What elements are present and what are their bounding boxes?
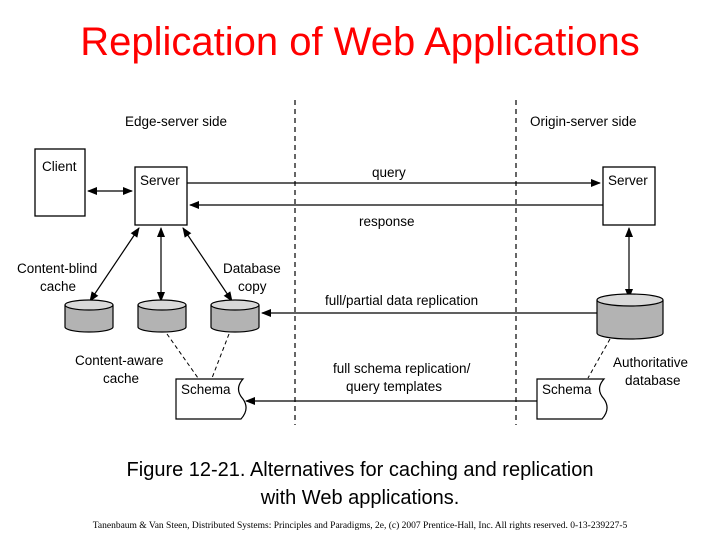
authoritative-label-line2: database [625, 373, 681, 388]
client-node: Client [34, 148, 86, 217]
origin-schema-document: Schema [536, 378, 608, 420]
origin-schema-label: Schema [542, 382, 592, 397]
copyright-footer: Tanenbaum & Van Steen, Distributed Syste… [92, 521, 628, 531]
figure-caption: Figure 12-21. Alternatives for caching a… [60, 456, 660, 512]
edge-server-label: Server [140, 173, 180, 188]
database-copy-label-line2: copy [238, 279, 267, 294]
edge-server-node: Server [134, 166, 188, 226]
edge-schema-document: Schema [175, 378, 247, 420]
authoritative-schema-link [587, 338, 611, 379]
database-copy-schema-link [211, 333, 230, 379]
content-aware-cache-cylinder [137, 299, 187, 333]
edge-schema-label: Schema [181, 382, 231, 397]
client-label: Client [42, 159, 77, 174]
authoritative-database-cylinder [596, 293, 664, 340]
database-copy-label-line1: Database [223, 261, 281, 276]
origin-server-node: Server [602, 166, 656, 226]
slide-title: Replication of Web Applications [80, 20, 640, 64]
response-label: response [359, 214, 415, 229]
server-database-copy-arrow [182, 227, 233, 302]
authoritative-label-line1: Authoritative [613, 355, 688, 370]
origin-server-label: Server [608, 173, 648, 188]
figure-caption-line1: Figure 12-21. Alternatives for caching a… [126, 459, 594, 481]
content-aware-label-line1: Content-aware [75, 353, 164, 368]
query-label: query [372, 165, 406, 180]
origin-side-label: Origin-server side [530, 114, 637, 129]
content-aware-label-line2: cache [103, 371, 139, 386]
edge-side-label: Edge-server side [125, 114, 227, 129]
content-blind-cache-cylinder [64, 299, 114, 333]
content-aware-schema-link [166, 333, 199, 379]
schema-replication-label-line2: query templates [346, 379, 442, 394]
schema-replication-label-line1: full schema replication/ [333, 361, 471, 376]
figure-caption-line2: with Web applications. [260, 487, 460, 509]
database-copy-cylinder [210, 299, 260, 333]
server-content-blind-arrow [89, 227, 140, 302]
content-blind-label-line2: cache [40, 279, 76, 294]
content-blind-label-line1: Content-blind [17, 261, 97, 276]
data-replication-label: full/partial data replication [325, 293, 478, 308]
